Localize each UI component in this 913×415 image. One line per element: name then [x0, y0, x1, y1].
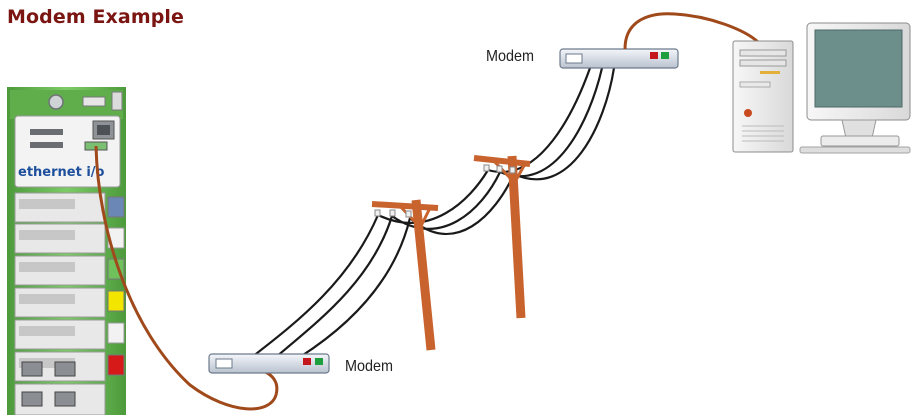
- phone-lines: [251, 67, 616, 358]
- modem-icon: [559, 48, 679, 69]
- modem-icon: [208, 353, 330, 374]
- desktop-computer-icon: [732, 40, 794, 153]
- serial-cable-computer: [623, 12, 760, 50]
- crt-monitor-icon: [799, 22, 911, 154]
- utility-pole-icon: [473, 155, 531, 319]
- modem-bottom-label: Modem: [345, 358, 394, 375]
- ethernet-io-rack-icon: ethernet i/o: [7, 87, 126, 415]
- page-title: Modem Example: [7, 6, 185, 28]
- utility-pole-icon: [371, 199, 439, 351]
- modem-top-label: Modem: [486, 48, 535, 65]
- serial-cable-device: [94, 145, 279, 411]
- device-brand-text: ethernet i/o: [18, 165, 105, 180]
